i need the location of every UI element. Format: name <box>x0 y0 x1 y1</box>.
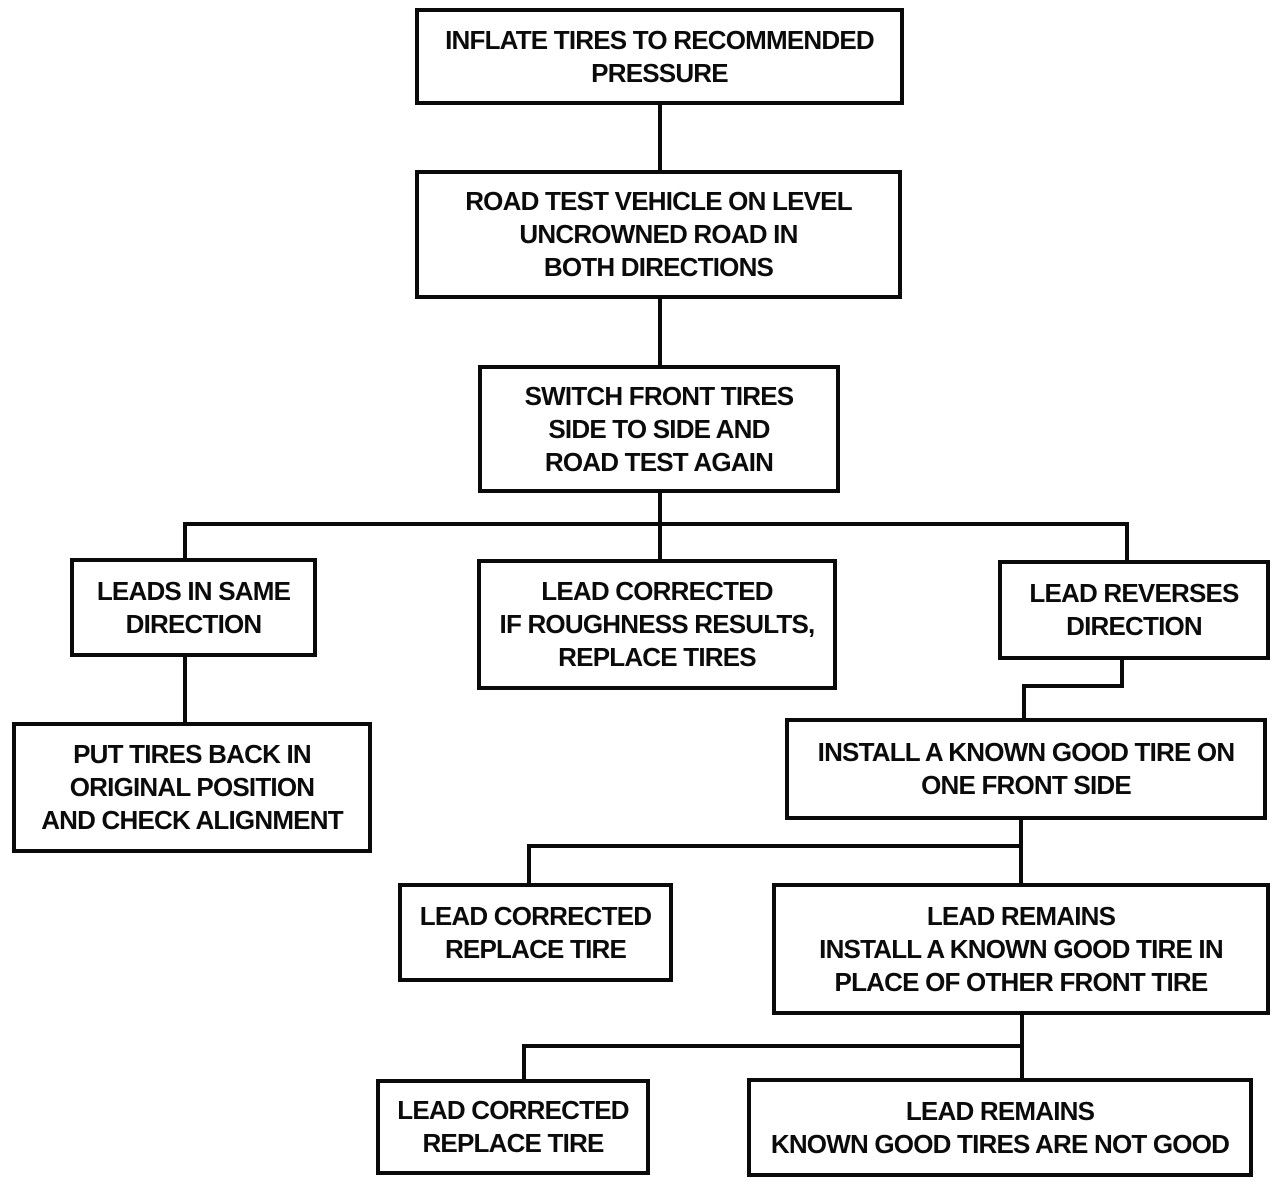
node-text-line: REPLACE TIRES <box>558 642 756 672</box>
node-text-line: INFLATE TIRES TO RECOMMENDED <box>445 24 875 55</box>
node-text-line: SWITCH FRONT TIRES <box>524 380 795 411</box>
connector-reverses-stem <box>1120 658 1124 688</box>
node-put-tires-back: PUT TIRES BACK IN ORIGINAL POSITION AND … <box>12 722 372 853</box>
connector-drop-leads-same <box>183 522 187 562</box>
node-text-line: IF ROUGHNESS RESULTS, <box>499 609 816 639</box>
node-text-line: KNOWN GOOD TIRES ARE NOT GOOD <box>770 1128 1230 1159</box>
node-text-line: LEADS IN SAME <box>96 575 291 606</box>
connector-drop-corrected-a <box>527 844 531 886</box>
node-text-line: PLACE OF OTHER FRONT TIRE <box>834 966 1209 997</box>
node-text-line: ONE FRONT SIDE <box>921 770 1132 800</box>
connector-install-stem <box>1019 818 1023 886</box>
node-lead-remains-not-good: LEAD REMAINS KNOWN GOOD TIRES ARE NOT GO… <box>747 1078 1253 1177</box>
node-switch-front-tires: SWITCH FRONT TIRES SIDE TO SIDE AND ROAD… <box>478 365 840 493</box>
connector-drop-install-one <box>1022 684 1026 722</box>
node-text-line: PUT TIRES BACK IN <box>73 739 312 769</box>
node-install-good-tire-one-side: INSTALL A KNOWN GOOD TIRE ON ONE FRONT S… <box>785 718 1267 820</box>
node-text-line: DIRECTION <box>125 608 263 639</box>
node-lead-reverses-direction: LEAD REVERSES DIRECTION <box>998 560 1270 660</box>
connector-roadtest-switch <box>658 299 662 365</box>
node-lead-remains-install-other: LEAD REMAINS INSTALL A KNOWN GOOD TIRE I… <box>772 883 1270 1015</box>
node-text-line: LEAD CORRECTED <box>419 900 652 931</box>
node-text-line: INSTALL A KNOWN GOOD TIRE ON <box>817 737 1236 767</box>
node-text-line: PRESSURE <box>591 57 728 88</box>
node-text-line: LEAD CORRECTED <box>541 576 773 606</box>
node-text-line: ROAD TEST AGAIN <box>544 446 774 477</box>
connector-branch-bar <box>183 522 1129 526</box>
node-lead-corrected-roughness: LEAD CORRECTED IF ROUGHNESS RESULTS, REP… <box>477 559 837 690</box>
connector-drop-lead-reverses <box>1125 522 1129 564</box>
node-road-test: ROAD TEST VEHICLE ON LEVEL UNCROWNED ROA… <box>415 170 902 299</box>
node-leads-same-direction: LEADS IN SAME DIRECTION <box>70 558 317 657</box>
node-lead-corrected-replace-b: LEAD CORRECTED REPLACE TIRE <box>376 1079 650 1175</box>
connector-switch-stem <box>658 493 662 563</box>
connector-bar-second-test <box>527 844 1023 848</box>
connector-inflate-roadtest <box>658 105 662 170</box>
node-text-line: UNCROWNED ROAD IN <box>519 219 798 249</box>
connector-reverses-jog <box>1022 684 1124 688</box>
connector-drop-corrected-b <box>522 1044 526 1082</box>
connector-leadssame-putback <box>183 655 187 725</box>
connector-bar-third-test <box>522 1044 1024 1048</box>
node-text-line: LEAD REMAINS <box>905 1095 1095 1126</box>
node-text-line: SIDE TO SIDE AND <box>548 413 770 444</box>
node-text-line: DIRECTION <box>1066 611 1203 641</box>
node-text-line: BOTH DIRECTIONS <box>543 252 774 282</box>
node-text-line: ROAD TEST VEHICLE ON LEVEL <box>465 186 852 216</box>
node-text-line: REPLACE TIRE <box>422 1128 604 1158</box>
node-text-line: REPLACE TIRE <box>444 933 627 964</box>
node-lead-corrected-replace-a: LEAD CORRECTED REPLACE TIRE <box>398 883 673 982</box>
node-text-line: LEAD REMAINS <box>926 900 1116 931</box>
node-text-line: LEAD CORRECTED <box>397 1095 629 1125</box>
node-text-line: LEAD REVERSES <box>1029 578 1239 608</box>
node-text-line: INSTALL A KNOWN GOOD TIRE IN <box>819 933 1224 964</box>
node-inflate-tires: INFLATE TIRES TO RECOMMENDED PRESSURE <box>415 8 904 105</box>
node-text-line: ORIGINAL POSITION <box>69 772 315 802</box>
node-text-line: AND CHECK ALIGNMENT <box>41 805 343 835</box>
